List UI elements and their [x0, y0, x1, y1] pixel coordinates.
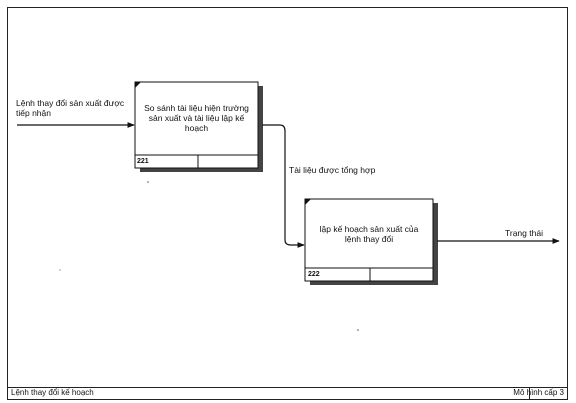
- footer-level: Mô hình cấp 3: [513, 388, 564, 397]
- diagram-frame: [7, 7, 568, 388]
- box-221-text: So sánh tài liệu hiện trường sản xuất và…: [144, 103, 249, 133]
- box-222-text: lập kế hoạch sản xuất của lệnh thay đổi: [319, 224, 419, 244]
- box-222: [304, 198, 434, 282]
- input-label: Lệnh thay đổi sản xuất được tiếp nhận: [16, 98, 125, 118]
- box-222-id: 222: [308, 271, 320, 278]
- footer-title: Lệnh thay đổi kế hoạch: [11, 388, 94, 397]
- box-221-id: 221: [137, 158, 149, 165]
- connector-label: Tài liệu được tổng hợp: [289, 165, 376, 175]
- footer-divider: [529, 387, 530, 399]
- connector-arrow: [262, 124, 305, 248]
- output-label: Trạng thái: [505, 228, 543, 238]
- footer-bar: Lệnh thay đổi kế hoạch Mô hình cấp 3: [7, 387, 568, 400]
- box-221: [134, 81, 259, 169]
